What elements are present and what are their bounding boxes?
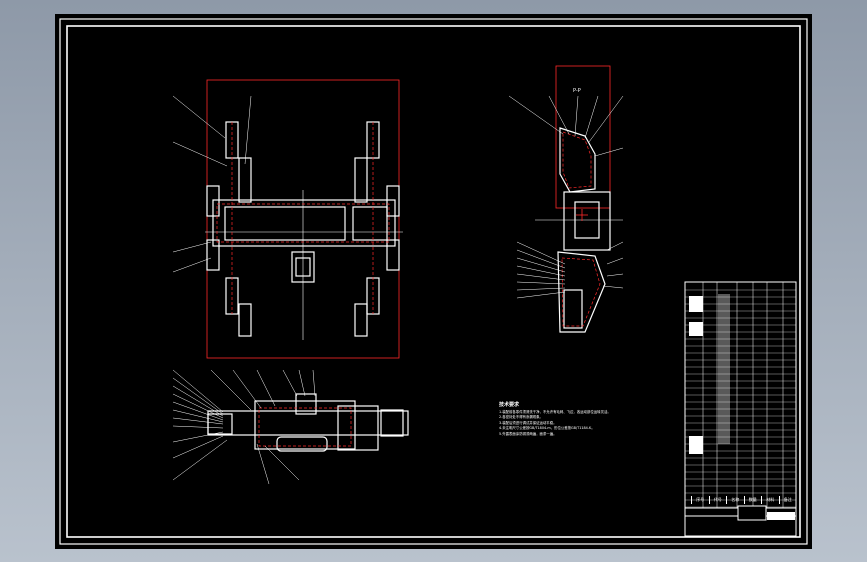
leader-line [172, 425, 224, 429]
cad-drawing: P-P [59, 18, 808, 545]
leader-line [516, 287, 566, 291]
side-view: P-P [508, 65, 624, 333]
top-view-hidden-outline [216, 203, 390, 243]
leader-line [282, 369, 298, 397]
leader-line [298, 369, 306, 397]
leader-line [172, 141, 228, 167]
leader-line [516, 281, 566, 285]
leader-line [172, 409, 224, 423]
technical-note-line: 3.装配后须进行调试并保证运动平稳。 [499, 420, 557, 425]
leader-line [232, 369, 262, 409]
leader-line [606, 273, 624, 277]
front-view-right-block [337, 405, 379, 451]
leader-line [172, 435, 224, 459]
leader-line [172, 393, 224, 419]
leg-lr-2 [354, 303, 368, 337]
leader-line [516, 273, 566, 281]
leader-line [244, 95, 252, 165]
leader-line [516, 265, 566, 277]
leader-line [172, 401, 224, 421]
leader-line [516, 257, 566, 273]
leader-line [210, 369, 252, 411]
side-view-foot [563, 289, 583, 329]
inner-border [66, 25, 801, 538]
wheel-right-lower [386, 239, 400, 271]
wheel-right-upper [386, 185, 400, 217]
title-cell [737, 505, 767, 521]
parts-header-cell: 名称 [726, 496, 744, 504]
parts-header-cell: 代号 [708, 496, 727, 504]
parts-text-block [689, 322, 703, 336]
wheel-left-lower [206, 239, 220, 271]
side-view-label: P-P [573, 88, 581, 94]
technical-note-line: 2.各密封处不得有渗漏现象。 [499, 415, 543, 420]
outer-border [59, 18, 808, 545]
parts-text-block [718, 294, 730, 444]
wheel-left-upper [206, 185, 220, 217]
technical-notes: 技术要求 1.装配前各零件须清洗干净，不允许有毛刺、飞边，各运动部位运转灵活。 … [499, 402, 611, 438]
technical-note-line: 1.装配前各零件须清洗干净，不允许有毛刺、飞边，各运动部位运转灵活。 [499, 409, 611, 414]
leader-line [264, 445, 300, 481]
leader-line [172, 241, 212, 253]
side-view-boundary [555, 65, 611, 209]
leader-line [516, 249, 566, 269]
front-view-bracket [380, 409, 404, 437]
side-view-hidden-upper [562, 131, 592, 189]
leader-line [172, 431, 224, 443]
top-view-body [224, 206, 346, 241]
front-view [172, 369, 409, 485]
leader-line [172, 369, 224, 413]
top-view-motor-block [352, 206, 388, 241]
leader-line [602, 285, 624, 289]
front-view-carriage [295, 393, 317, 415]
leader-line [172, 385, 224, 417]
leader-line [312, 369, 316, 397]
parts-header-cell: 数量 [743, 496, 762, 504]
top-view-frame [212, 199, 396, 247]
parts-list-header: 序号 代号 名称 数量 材料 备注 [691, 496, 796, 504]
technical-note-line: 5.外露表面涂防锈漆两遍，面漆一遍。 [499, 431, 557, 436]
front-view-hidden-outline [258, 407, 352, 447]
leader-line [588, 95, 624, 143]
leader-line [574, 95, 579, 137]
top-view [172, 79, 403, 359]
leader-line [172, 417, 224, 425]
leader-line [256, 443, 270, 485]
leg-ll-2 [238, 303, 252, 337]
leader-line [172, 439, 228, 481]
drawing-number-cell [767, 512, 795, 520]
leader-line [548, 95, 570, 135]
technical-note-line: 4.未注明尺寸公差按GB/T1804-m，形位公差按GB/T1184-K。 [499, 426, 595, 431]
side-view-body [563, 191, 611, 251]
leader-line [508, 95, 564, 135]
parts-header-cell: 备注 [778, 496, 797, 504]
leader-line [516, 291, 566, 299]
technical-notes-heading: 技术要求 [499, 402, 520, 408]
leader-line [172, 257, 212, 273]
leader-line [172, 377, 224, 415]
front-view-end-cap [207, 413, 233, 435]
leader-line [256, 369, 276, 407]
leader-line [516, 241, 566, 265]
parts-header-cell: 材料 [761, 496, 779, 504]
leg-ul-2 [238, 157, 252, 203]
parts-text-block [689, 436, 703, 454]
parts-text-block [689, 296, 703, 312]
leader-line [606, 241, 624, 251]
front-view-housing [254, 400, 356, 450]
leader-line [584, 95, 599, 139]
side-view-hidden-lower [561, 257, 601, 327]
parts-header-cell: 序号 [691, 496, 709, 504]
side-view-lower-arm [557, 251, 606, 333]
drawing-sheet: P-P [55, 14, 812, 549]
title-block [684, 281, 797, 537]
side-view-upper-arm [559, 127, 596, 193]
leader-line [172, 95, 226, 139]
leg-ur-2 [354, 157, 368, 203]
front-view-slot [276, 436, 328, 452]
leader-line [606, 257, 624, 265]
leader-line [594, 147, 624, 157]
top-view-boundary [206, 79, 400, 359]
